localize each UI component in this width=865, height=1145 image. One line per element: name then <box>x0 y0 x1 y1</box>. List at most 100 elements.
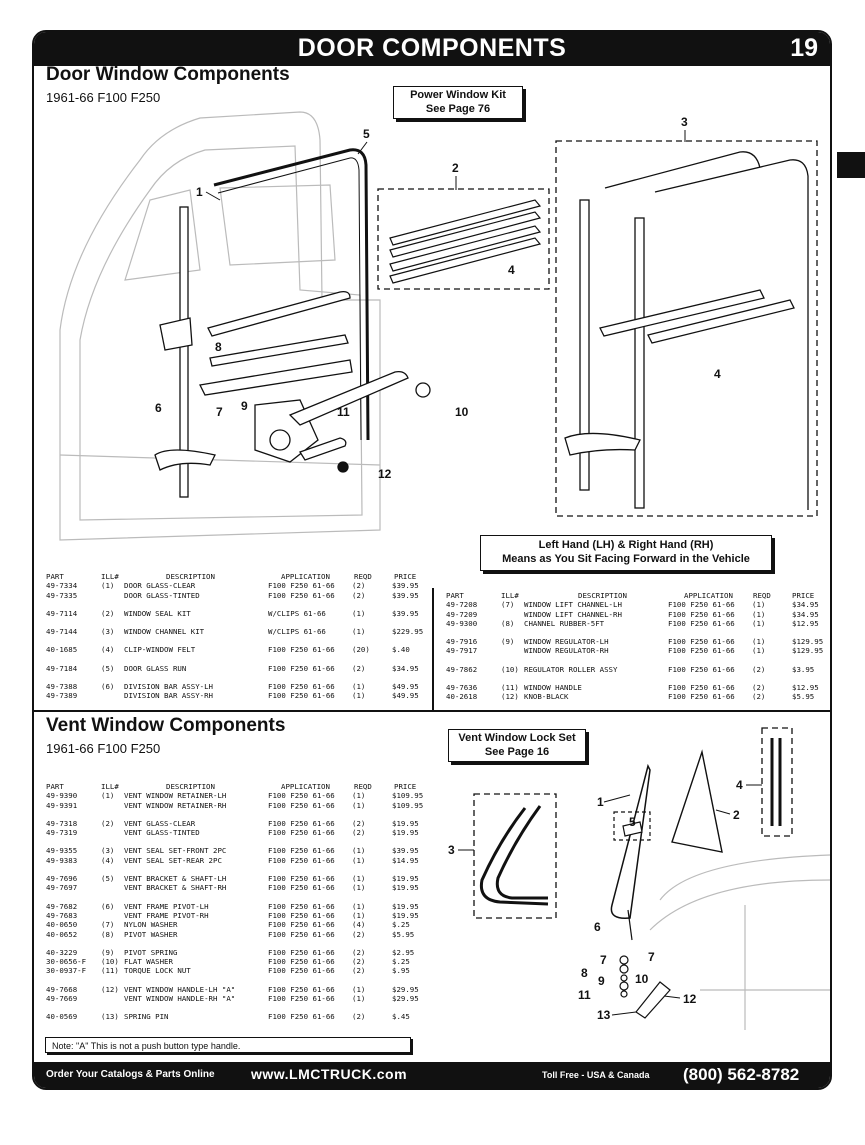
window-channels <box>199 290 353 396</box>
description: DOOR GLASS-CLEAR <box>124 581 196 591</box>
col-price: PRICE <box>394 572 417 581</box>
part-number: 30-0937-F <box>46 966 87 976</box>
row-spacer <box>46 636 422 645</box>
ill-number: (6) <box>101 682 115 692</box>
col-reqd: REQD <box>354 782 372 791</box>
price: $12.95 <box>792 683 819 693</box>
part-number: 49-7669 <box>46 994 78 1004</box>
part-number: 49-7318 <box>46 818 78 828</box>
application: F100 F250 61-66 <box>268 800 335 810</box>
part-number: 40-2618 <box>446 692 478 702</box>
door-section-subtitle: 1961-66 F100 F250 <box>46 90 161 105</box>
row-spacer <box>46 600 422 609</box>
part-number: 49-7334 <box>46 581 78 591</box>
part-number: 40-1685 <box>46 645 78 655</box>
reqd: (2) <box>352 947 366 957</box>
price: $12.95 <box>792 618 819 628</box>
col-application: APPLICATION <box>684 591 733 600</box>
description: KNOB-BLACK <box>524 692 569 702</box>
part-number: 49-7144 <box>46 627 78 637</box>
website-link[interactable]: www.LMCTRUCK.com <box>251 1066 408 1082</box>
application: F100 F250 61-66 <box>268 947 335 957</box>
svg-text:5: 5 <box>629 815 636 829</box>
reqd: (1) <box>352 800 366 810</box>
price: $.40 <box>392 645 410 655</box>
ill-number: (3) <box>101 846 115 856</box>
price: $49.95 <box>392 682 419 692</box>
svg-text:10: 10 <box>635 972 649 986</box>
description: VENT WINDOW HANDLE-RH "A" <box>124 994 236 1004</box>
part-number: 49-7668 <box>46 984 78 994</box>
price: $229.95 <box>392 627 424 637</box>
reqd: (1) <box>352 883 366 893</box>
svg-text:5: 5 <box>363 127 370 141</box>
part-number: 49-7389 <box>46 691 78 701</box>
application: F100 F250 61-66 <box>268 791 335 801</box>
part-number: 49-7388 <box>46 682 78 692</box>
reqd: (2) <box>352 957 366 967</box>
description: CHANNEL RUBBER-5FT <box>524 618 605 628</box>
reqd: (2) <box>352 581 366 591</box>
svg-text:1: 1 <box>196 185 203 199</box>
description: DIVISION BAR ASSY-LH <box>124 682 213 692</box>
ill-number: (8) <box>501 618 515 628</box>
part-number: 49-7916 <box>446 637 478 647</box>
reqd: (1) <box>352 627 366 637</box>
page-frame: DOOR COMPONENTS 19 Order Your Catalogs &… <box>32 30 832 1090</box>
price: $39.95 <box>392 581 419 591</box>
part-number: 49-7682 <box>46 901 78 911</box>
svg-text:12: 12 <box>683 992 697 1006</box>
description: PIVOT WASHER <box>124 929 178 939</box>
description: WINDOW SEAL KIT <box>124 608 191 618</box>
price: $39.95 <box>392 590 419 600</box>
col-price: PRICE <box>394 782 417 791</box>
application: F100 F250 61-66 <box>268 910 335 920</box>
reqd: (1) <box>352 874 366 884</box>
part-number: 49-7184 <box>46 663 78 673</box>
svg-text:3: 3 <box>681 115 688 129</box>
reqd: (1) <box>752 609 766 619</box>
ill-number: (4) <box>101 855 115 865</box>
description: VENT SEAL SET-REAR 2PC <box>124 855 222 865</box>
description: SPRING PIN <box>124 1012 169 1022</box>
svg-text:6: 6 <box>594 920 601 934</box>
svg-text:2: 2 <box>452 161 459 175</box>
col-reqd: REQD <box>354 572 372 581</box>
application: F100 F250 61-66 <box>268 1012 335 1022</box>
description: WINDOW CHANNEL KIT <box>124 627 205 637</box>
description: WINDOW HANDLE <box>524 683 582 693</box>
description: VENT GLASS-CLEAR <box>124 818 196 828</box>
ill-number: (7) <box>501 600 515 610</box>
col-application: APPLICATION <box>281 572 330 581</box>
vent-bracket-box <box>613 811 651 841</box>
price: $109.95 <box>392 791 424 801</box>
svg-text:3: 3 <box>448 843 455 857</box>
description: VENT BRACKET & SHAFT-LH <box>124 874 227 884</box>
power-window-kit-note[interactable]: Power Window Kit See Page 76 <box>393 86 523 119</box>
ill-number: (12) <box>101 984 119 994</box>
application: F100 F250 61-66 <box>268 691 335 701</box>
part-number: 30-0656-F <box>46 957 87 967</box>
application: F100 F250 61-66 <box>268 984 335 994</box>
vent-lock-set-note[interactable]: Vent Window Lock Set See Page 16 <box>448 729 586 762</box>
power-kit-note-line1: Power Window Kit <box>410 89 506 101</box>
reqd: (1) <box>352 791 366 801</box>
application: F100 F250 61-66 <box>668 600 735 610</box>
table-row: 49-7668(12)VENT WINDOW HANDLE-LH "A"F100… <box>46 985 422 994</box>
svg-text:11: 11 <box>337 405 350 419</box>
application: F100 F250 61-66 <box>268 929 335 939</box>
part-number: 40-0569 <box>46 1012 78 1022</box>
price: $129.95 <box>792 637 824 647</box>
leader-lines <box>205 130 762 1016</box>
application: F100 F250 61-66 <box>268 874 335 884</box>
description: PIVOT SPRING <box>124 947 178 957</box>
window-regulator-9 <box>254 370 431 463</box>
phone-number: (800) 562-8782 <box>683 1065 800 1084</box>
